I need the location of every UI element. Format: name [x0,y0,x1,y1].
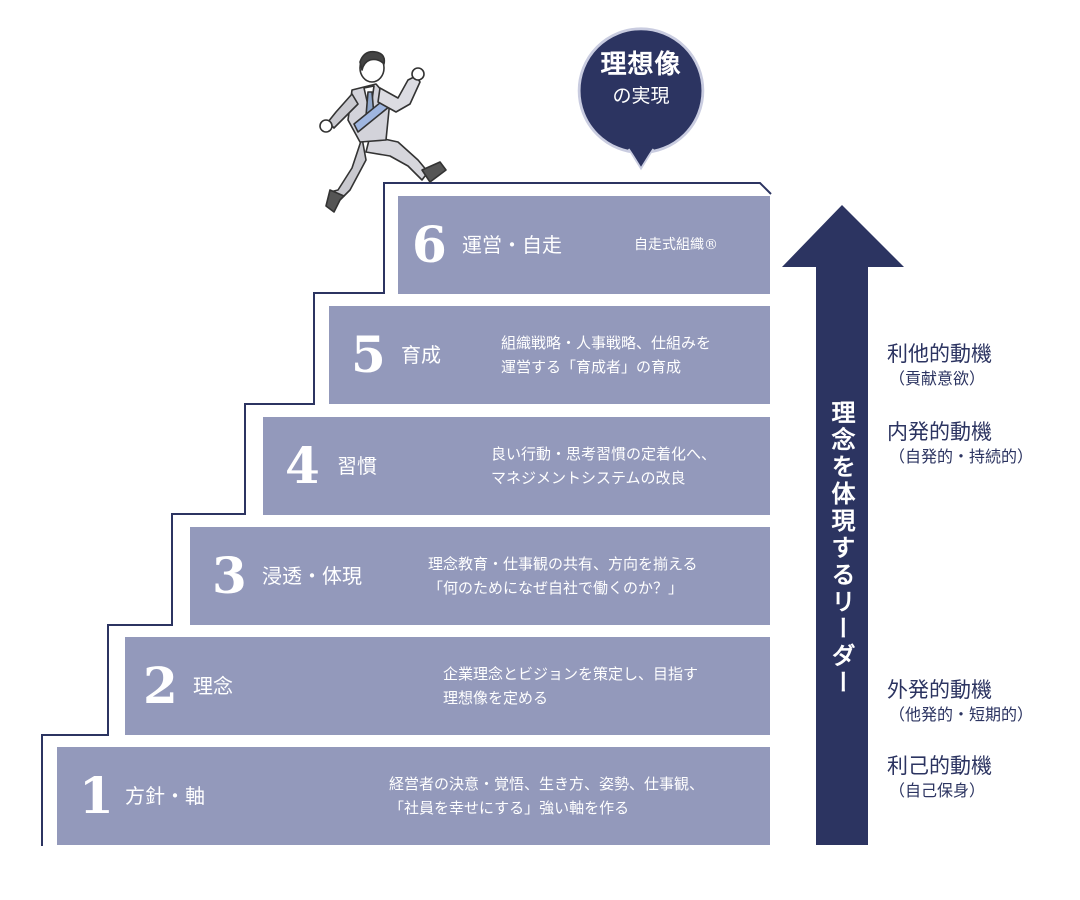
running-businessman-icon [319,50,447,213]
step-number: 3 [212,546,247,605]
motivation-altruistic: 利他的動機 （貢献意欲） [887,342,992,388]
step-description: 企業理念とビジョンを策定し、目指す 理想像を定める [443,665,699,707]
step-description: 理念教育・仕事観の共有、方向を揃える 「何のためになぜ自社で働くのか？」 [428,555,698,597]
step-description: 経営者の決意・覚悟、生き方、姿勢、仕事観、 「社員を幸せにする」強い軸を作る [389,775,705,817]
step-title: 浸透・体現 [262,564,362,588]
step-description: 良い行動・思考習慣の定着化へ、 マネジメントシステムの改良 [491,445,717,487]
step-title: 運営・自走 [462,233,562,257]
goal-subtitle: の実現 [612,85,670,107]
up-arrow-icon [782,205,904,845]
step-number: 6 [412,215,447,274]
step-number: 5 [351,325,386,384]
step-number: 4 [285,436,320,495]
step-title: 習慣 [337,454,377,478]
step-2: 2 理念 企業理念とビジョンを策定し、目指す 理想像を定める [125,637,770,735]
goal-text: 理想像 の実現 [566,48,716,110]
step-1: 1 方針・軸 経営者の決意・覚悟、生き方、姿勢、仕事観、 「社員を幸せにする」強… [57,747,770,845]
motivation-intrinsic: 内発的動機 （自発的・持続的） [887,420,1034,466]
goal-title: 理想像 [600,50,682,80]
step-5: 5 育成 組織戦略・人事戦略、仕組みを 運営する「育成者」の育成 [329,306,770,404]
motivation-selfish: 利己的動機 （自己保身） [887,754,992,800]
goal-bubble [577,27,705,171]
step-number: 1 [79,766,114,825]
step-description: 組織戦略・人事戦略、仕組みを 運営する「育成者」の育成 [501,334,712,376]
step-title: 方針・軸 [125,784,205,808]
motivation-extrinsic: 外発的動機 （他発的・短期的） [887,678,1034,724]
step-3: 3 浸透・体現 理念教育・仕事観の共有、方向を揃える 「何のためになぜ自社で働く… [190,527,770,625]
step-title: 理念 [193,674,233,698]
step-6: 6 運営・自走 自走式組織® [398,196,770,294]
step-title: 育成 [401,343,441,367]
step-4: 4 習慣 良い行動・思考習慣の定着化へ、 マネジメントシステムの改良 [263,417,770,515]
arrow-label: 理念を体現するリーダー [827,400,856,697]
step-number: 2 [143,656,178,715]
step-description: 自走式組織® [634,237,718,253]
